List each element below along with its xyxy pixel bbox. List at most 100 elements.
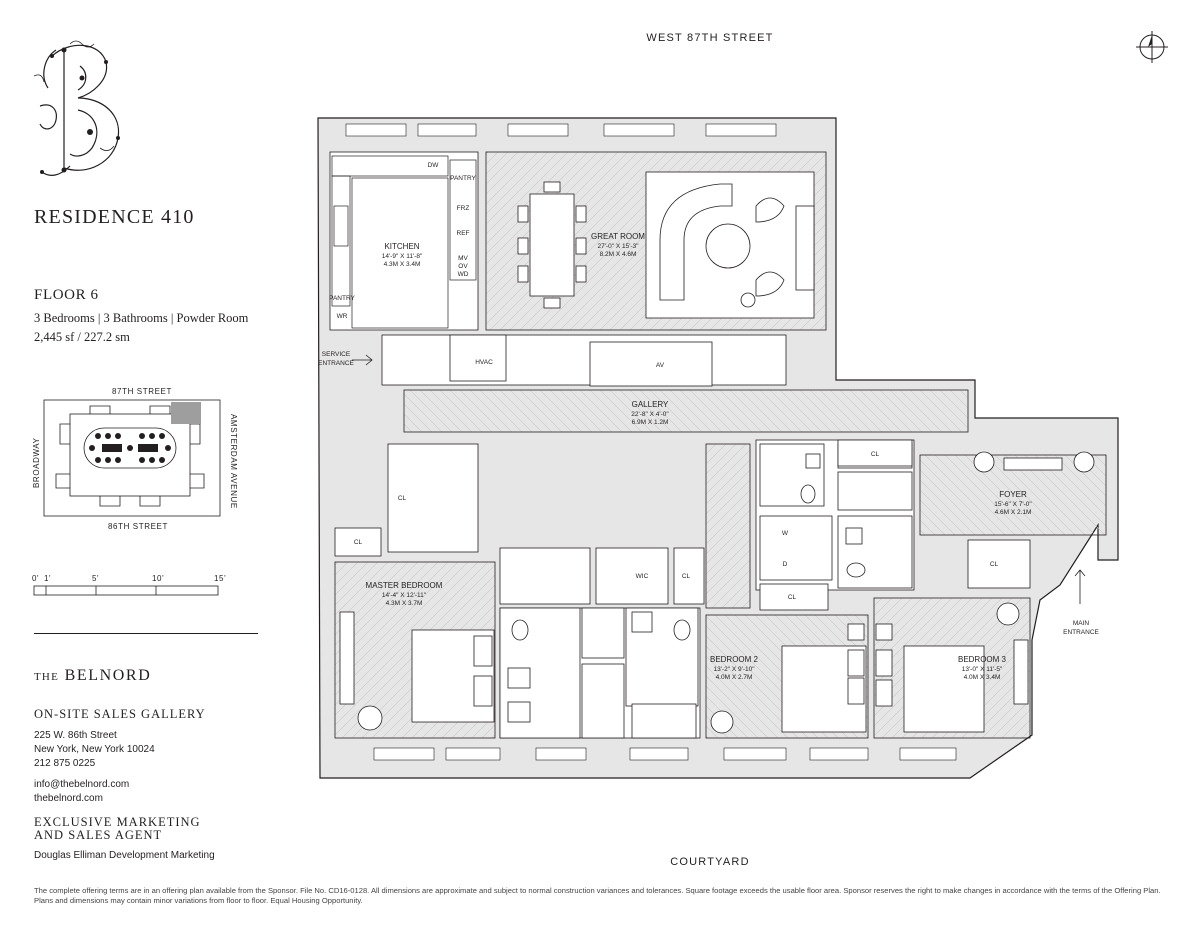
service-entrance-label: ENTRANCE [318,360,354,367]
tag-cl: CL [354,539,363,546]
scale-bar: 0' 1' 5' 10' 15' [32,574,226,596]
tag-w: W [782,530,789,537]
tag-wr: WR [337,313,348,320]
room-name: BEDROOM 3 [958,655,1007,664]
sales-gallery-address-line1: 225 W. 86th Street [34,730,117,741]
brand-name: BELNORD [64,667,152,684]
scale-tick-label: 0' [32,574,39,583]
main-entrance-label: ENTRANCE [1063,629,1099,636]
plan-bedroom-furniture [710,602,1029,734]
plan-kitchen-area [329,151,479,331]
floor-room-count: 3 Bedrooms | 3 Bathrooms | Powder Room [34,311,249,325]
room-label-bedroom-2: BEDROOM 2 13'-2" X 9'-10" 4.0M X 2.7M [710,655,759,681]
street-label-top: WEST 87TH STREET [646,32,774,44]
tag-cl: CL [682,573,691,580]
agent-name: Douglas Elliman Development Marketing [34,850,215,861]
room-name: MASTER BEDROOM [366,581,443,590]
plan-kitchen-fixtures [331,155,477,329]
tag-wd: WD [458,271,469,278]
room-dimension-imperial: 13'-2" X 9'-10" [713,666,755,673]
keymap-courtyard-pattern [89,433,171,463]
building-key-map: 87TH STREET 86TH STREET BROADWAY AMSTERD… [32,387,238,531]
room-dimension-imperial: 27'-0" X 15'-3" [597,243,639,250]
room-dimension-metric: 8.2M X 4.6M [600,251,637,258]
scale-tick-label: 5' [92,574,99,583]
room-dimension-imperial: 22'-8" X 4'-0" [631,411,669,418]
tag-cl: CL [990,561,999,568]
plan-windows [345,123,957,761]
scale-tick-label: 10' [152,574,164,583]
room-label-great-room: GREAT ROOM 27'-0" X 15'-3" 8.2M X 4.6M [591,232,645,258]
room-dimension-imperial: 13'-0" X 11'-5" [962,666,1003,673]
belnord-monogram-logo [33,40,120,176]
keymap-west-street: BROADWAY [32,437,41,488]
plan-gallery-area [403,389,969,433]
tag-dw: DW [428,162,440,169]
tag-ov: OV [458,263,468,270]
keymap-north-street: 87TH STREET [112,387,172,396]
room-label-foyer: FOYER 15'-6" X 7'-0" 4.6M X 2.1M [994,490,1032,516]
plan-hvac-room [449,334,507,382]
service-entrance-arrow-icon [352,354,373,366]
sales-gallery-address-line2: New York, New York 10024 [34,744,155,755]
room-dimension-metric: 4.3M X 3.4M [384,261,421,268]
agent-heading-line1: EXCLUSIVE MARKETING [34,815,201,829]
service-entrance-label: SERVICE [322,351,351,358]
room-dimension-metric: 4.0M X 3.4M [964,674,1001,681]
agent-heading-line2: AND SALES AGENT [34,828,163,842]
tag-pantry: PANTRY [450,175,476,182]
scale-tick-label: 15' [214,574,226,583]
plan-hall-area [705,443,751,609]
agent-heading: EXCLUSIVE MARKETING AND SALES AGENT [34,816,234,842]
sales-gallery-phone[interactable]: 212 875 0225 [34,758,96,769]
legal-disclaimer: The complete offering terms are in an of… [34,886,1161,905]
room-label-kitchen: KITCHEN 14'-9" X 11'-8" 4.3M X 3.4M [382,242,423,268]
tag-d: D [783,561,788,568]
room-name: KITCHEN [384,242,419,251]
floor-title: FLOOR 6 [34,287,99,303]
plan-corridor-area [381,334,787,386]
plan-closet-hall [387,443,479,553]
main-entrance-label: MAIN [1073,620,1090,627]
tag-cl: CL [398,495,407,502]
floor-area: 2,445 sf / 227.2 sm [34,330,130,344]
plan-bathroom-fixtures [499,607,699,739]
residence-title: RESIDENCE 410 [34,206,195,228]
keymap-building-outline [43,399,221,517]
tag-wic: WIC [636,573,649,580]
keymap-east-street: AMSTERDAM AVENUE [229,414,238,509]
tag-hvac: HVAC [475,359,493,366]
room-label-bedroom-3: BEDROOM 3 13'-0" X 11'-5" 4.0M X 3.4M [958,655,1007,681]
room-dimension-imperial: 15'-6" X 7'-0" [994,501,1032,508]
sales-gallery-email[interactable]: info@thebelnord.com [34,779,130,790]
plan-fixture-tags: DW PANTRY FRZ REF MV OV WD PANTRY WR HVA… [329,162,998,601]
room-dimension-metric: 4.0M X 2.7M [716,674,753,681]
plan-master-bedroom-furniture [339,611,495,731]
sales-gallery-heading: ON-SITE SALES GALLERY [34,707,206,721]
tag-ref: REF [457,230,470,237]
room-name: FOYER [999,490,1027,499]
scale-tick-label: 1' [44,574,51,583]
floor-plan: SERVICE ENTRANCE MAIN ENTRANCE KITCHEN 1… [317,117,1119,779]
room-dimension-metric: 4.3M X 3.7M [386,600,423,607]
brand-the: THE [34,671,59,683]
keymap-south-street: 86TH STREET [108,522,168,531]
tag-pantry: PANTRY [329,295,355,302]
plan-great-room-furniture [517,181,815,309]
plan-foyer-fixtures [973,451,1095,473]
room-dimension-imperial: 14'-4" X 12'-11" [382,592,427,599]
sales-gallery-website[interactable]: thebelnord.com [34,793,103,804]
sidebar-divider [34,633,258,634]
room-name: GREAT ROOM [591,232,645,241]
keymap-residence-highlight [171,402,201,424]
room-dimension-imperial: 14'-9" X 11'-8" [382,253,423,260]
room-dimension-metric: 6.9M X 1.2M [632,419,669,426]
main-entrance-arrow-icon [1074,569,1086,604]
plan-av-cabinet [589,341,713,387]
tag-av: AV [656,362,665,369]
room-label-master-bedroom: MASTER BEDROOM 14'-4" X 12'-11" 4.3M X 3… [366,581,443,607]
plan-closets [334,439,1031,611]
room-name: GALLERY [632,400,669,409]
tag-cl: CL [788,594,797,601]
room-name: BEDROOM 2 [710,655,759,664]
